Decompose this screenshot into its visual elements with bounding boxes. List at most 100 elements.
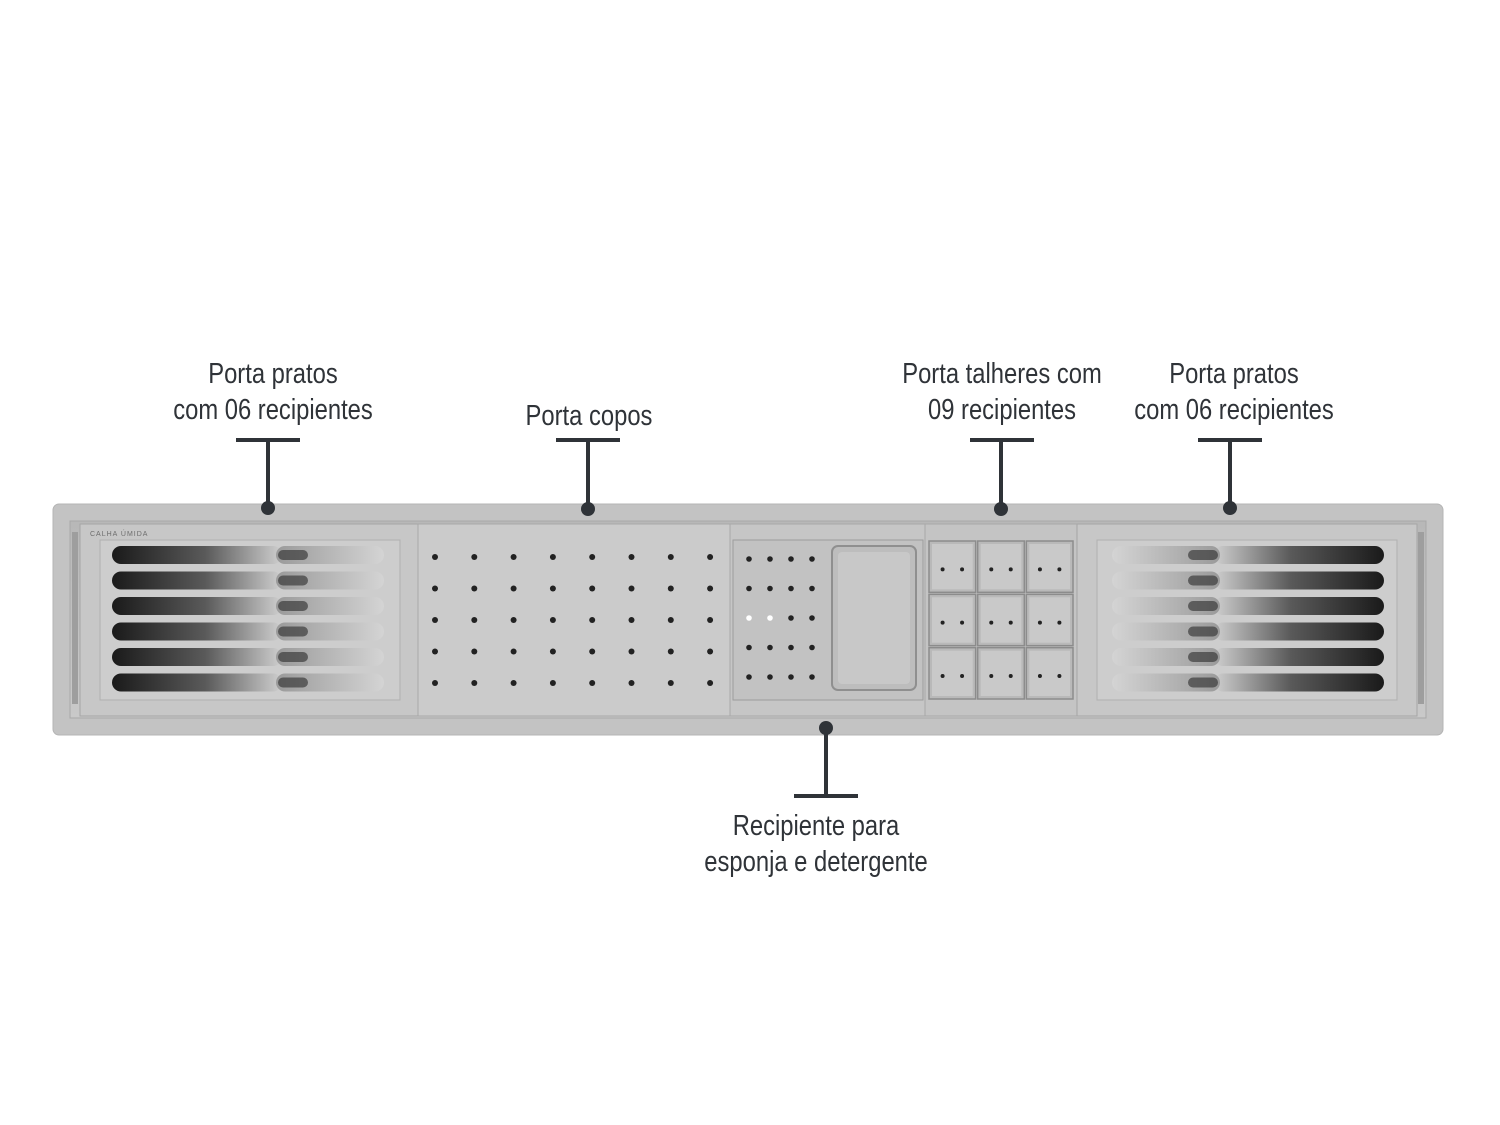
cutlery-drain-hole — [940, 567, 945, 572]
callout-left-dish-rack-dot — [261, 501, 275, 515]
cutlery-drain-hole — [1057, 620, 1062, 625]
cup-holder-drain-hole — [432, 554, 438, 560]
callout-left-dish-rack-line2: com 06 recipientes — [173, 394, 373, 426]
sponge-drain-hole — [809, 674, 815, 680]
cutlery-drain-hole — [960, 567, 965, 572]
right-dish-slot-shadow — [1188, 575, 1218, 586]
callout-cutlery-holder-dot — [994, 502, 1008, 516]
sponge-drain-hole — [767, 615, 773, 621]
sponge-drain-hole — [788, 556, 794, 562]
left-dish-slot-shadow — [278, 677, 308, 688]
cutlery-drain-hole — [1057, 567, 1062, 572]
cup-holder-drain-hole — [432, 680, 438, 686]
cup-holder-panel — [417, 523, 731, 717]
callout-cutlery-holder-line1: Porta talheres com — [902, 358, 1102, 390]
left-dish-slot-shadow — [278, 550, 308, 560]
cup-holder-drain-hole — [471, 617, 478, 623]
right-dish-slot-shadow — [1188, 652, 1218, 662]
sponge-drain-hole — [767, 644, 773, 651]
callout-sponge-holder-line1: Recipiente para — [732, 810, 900, 842]
callout-left-dish-rack-stem — [266, 440, 270, 508]
cup-holder-drain-hole — [471, 554, 478, 560]
cup-holder-drain-hole — [510, 554, 517, 560]
callout-label-left-dish-rack: Porta pratos com 06 recipientes — [150, 356, 396, 428]
sponge-drain-hole — [746, 556, 752, 562]
cutlery-compartment-floor — [980, 544, 1022, 590]
right-dish-slot-outer — [1214, 622, 1384, 641]
cup-holder-drain-hole — [432, 617, 438, 623]
callout-label-right-dish-rack: Porta pratos com 06 recipientes — [1111, 356, 1357, 428]
left-dish-slot-outer — [112, 571, 282, 590]
sponge-drain-hole — [809, 585, 815, 592]
right-dish-slot-shadow — [1188, 601, 1218, 611]
cup-holder-drain-hole — [549, 585, 556, 592]
cutlery-compartment-floor — [932, 597, 973, 643]
sponge-drain-hole — [767, 556, 773, 562]
engraved-brand-text: CALHA ÚMIDA — [90, 531, 149, 538]
left-dish-slot-outer — [112, 546, 282, 564]
cutlery-compartment-floor — [980, 597, 1022, 643]
left-dish-slot-outer — [112, 597, 282, 615]
callout-cup-holder-line1: Porta copos — [525, 400, 653, 432]
right-dish-rack — [1076, 523, 1418, 717]
cup-holder-drain-hole — [667, 617, 674, 623]
right-dish-slot-shadow — [1188, 677, 1218, 688]
callout-sponge-holder-stem — [824, 726, 828, 796]
callout-label-sponge-holder: Recipiente para esponja e detergente — [693, 808, 939, 880]
cup-holder-drain-hole — [628, 680, 635, 686]
cutlery-compartment-floor — [1029, 597, 1070, 643]
left-dish-slot-shadow — [278, 626, 308, 637]
cup-holder-drain-hole — [667, 648, 674, 655]
sponge-drain-hole — [809, 615, 815, 621]
cutlery-drain-hole — [1008, 674, 1013, 678]
sponge-drain-hole — [746, 644, 752, 651]
cutlery-drain-hole — [1008, 620, 1013, 625]
callout-label-cutlery-holder: Porta talheres com 09 recipientes — [879, 356, 1125, 428]
cup-holder-drain-hole — [549, 617, 556, 623]
callout-right-dish-rack-line2: com 06 recipientes — [1134, 394, 1334, 426]
cup-holder-drain-hole — [589, 680, 596, 686]
cup-holder-drain-hole — [589, 648, 596, 655]
callout-cutlery-holder-stem — [999, 440, 1003, 510]
right-dish-slot-outer — [1214, 648, 1384, 666]
right-dish-slot-outer — [1214, 571, 1384, 590]
cutlery-drain-hole — [940, 674, 945, 678]
cup-holder-drain-hole — [510, 585, 517, 592]
sponge-drain-hole — [788, 615, 794, 621]
cutlery-drain-hole — [989, 567, 994, 572]
right-dish-slot-shadow — [1188, 626, 1218, 637]
cup-holder-drain-hole — [707, 617, 714, 623]
sponge-drain-hole — [746, 585, 752, 592]
cup-holder-drain-hole — [510, 648, 517, 655]
cup-holder-drain-hole — [667, 554, 674, 560]
cup-holder-drain-hole — [510, 617, 517, 623]
left-dish-rack — [79, 523, 419, 717]
cup-holder-drain-hole — [549, 648, 556, 655]
cup-holder-drain-hole — [628, 617, 635, 623]
cutlery-compartment-floor — [1029, 650, 1070, 696]
cutlery-drain-hole — [1037, 620, 1042, 625]
cup-holder-drain-hole — [471, 648, 478, 655]
left-dish-slot-outer — [112, 673, 282, 692]
sponge-detergent-container — [729, 523, 926, 717]
sponge-drain-hole — [809, 556, 815, 562]
sponge-drain-hole — [746, 615, 752, 621]
sponge-drain-hole — [788, 674, 794, 680]
sponge-drain-hole — [809, 644, 815, 651]
right-dish-slot-shadow — [1188, 550, 1218, 560]
left-dish-slot-shadow — [278, 652, 308, 662]
sponge-drain-hole — [767, 585, 773, 592]
right-dish-slot-outer — [1214, 597, 1384, 615]
callout-cup-holder-dot — [581, 502, 595, 516]
cutlery-drain-hole — [1057, 674, 1062, 678]
cutlery-compartment-floor — [1029, 544, 1070, 590]
cup-holder-drain-hole — [707, 585, 714, 592]
sponge-drain-hole — [788, 585, 794, 592]
callout-cup-holder-stem — [586, 440, 590, 510]
cup-holder-drain-hole — [667, 585, 674, 592]
cutlery-compartment-floor — [932, 650, 973, 696]
cup-holder-drain-hole — [471, 585, 478, 592]
cup-holder-drain-hole — [589, 554, 596, 560]
callout-right-dish-rack-stem — [1228, 440, 1232, 508]
